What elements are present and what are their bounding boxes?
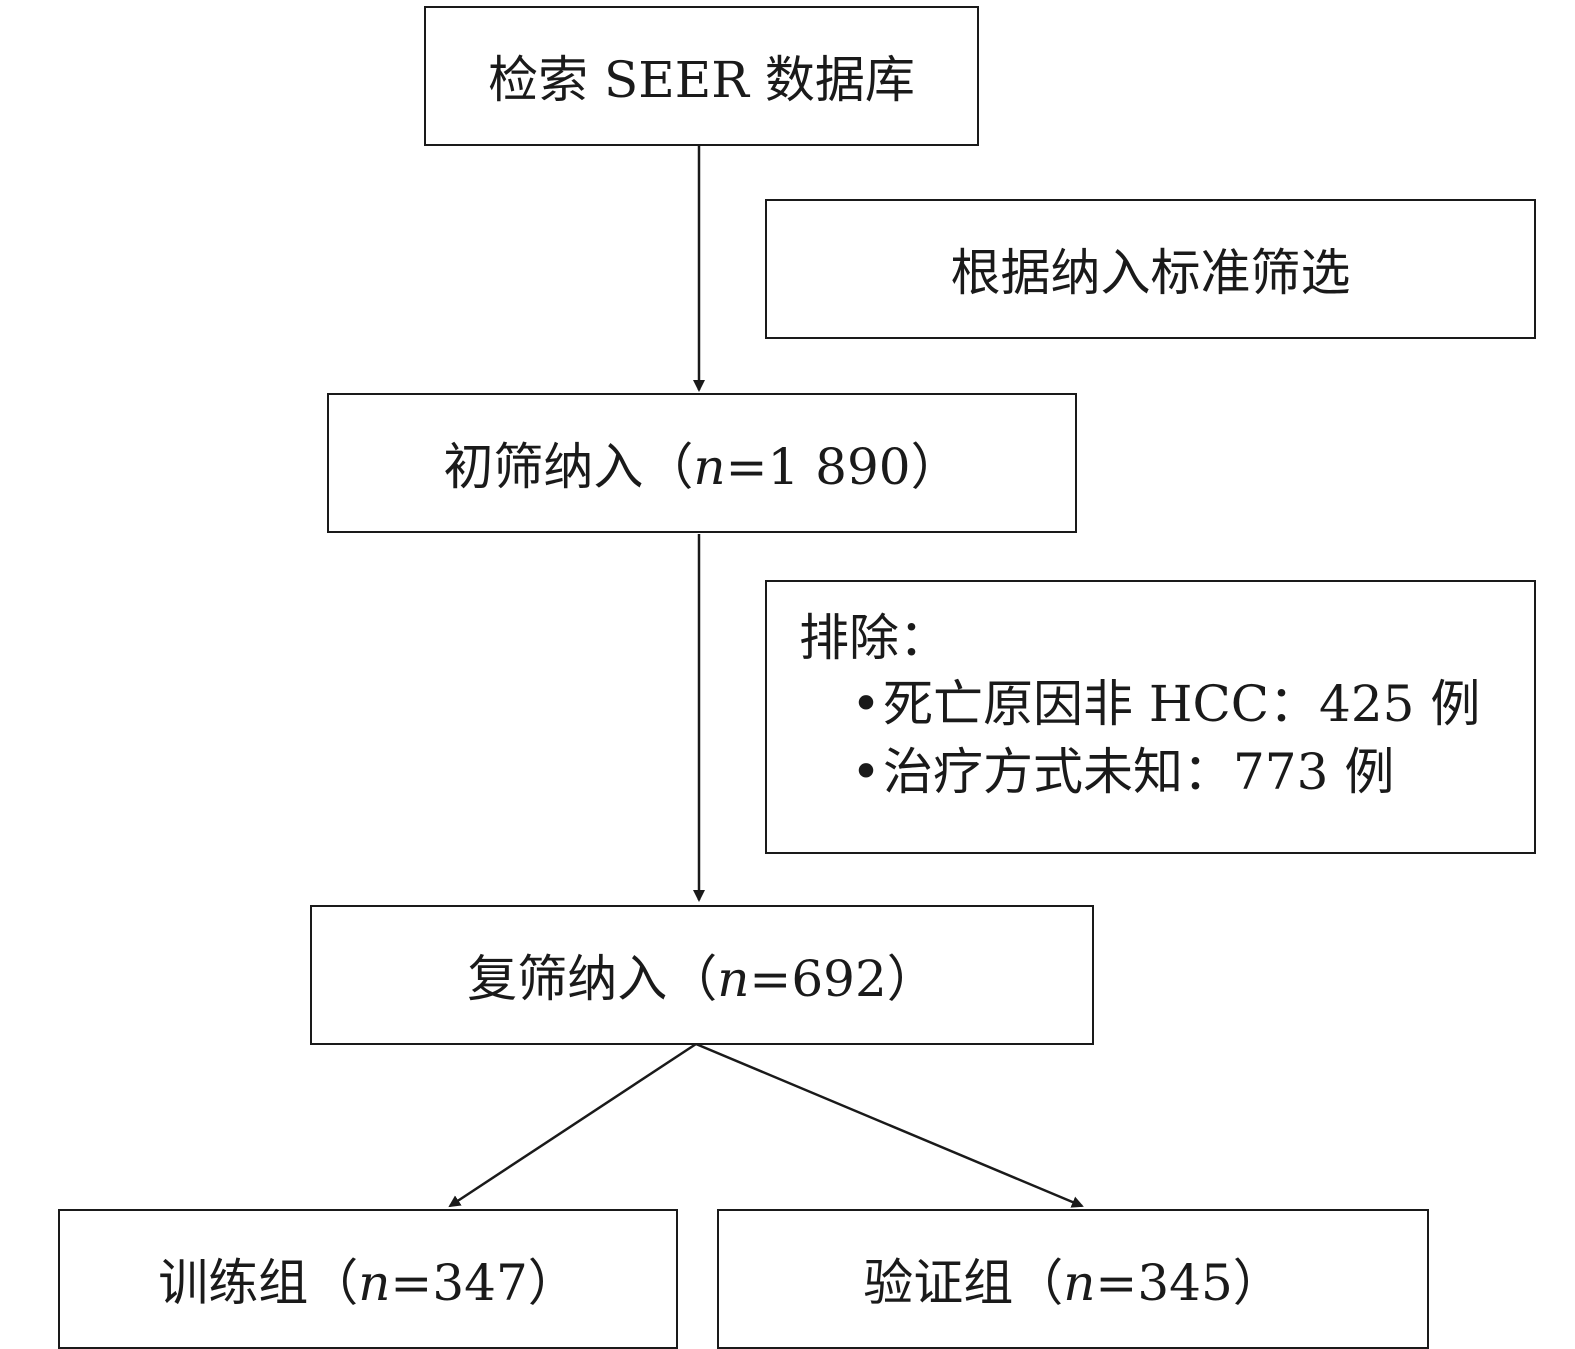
rescreen-label: 复筛纳入（n=692） [467, 950, 937, 1008]
validation-group-label: 验证组（n=345） [863, 1254, 1283, 1312]
rescreen-box: 复筛纳入（n=692） [310, 905, 1094, 1045]
search-database-box: 检索 SEER 数据库 [424, 6, 979, 146]
search-database-label: 检索 SEER 数据库 [488, 51, 915, 109]
exclusion-box: 排除： •死亡原因非 HCC：425 例 •治疗方式未知：773 例 [765, 580, 1536, 854]
exclusion-title: 排除： [799, 609, 949, 667]
inclusion-criteria-box: 根据纳入标准筛选 [765, 199, 1536, 339]
initial-screening-box: 初筛纳入（n=1 890） [327, 393, 1077, 533]
training-group-label: 训练组（n=347） [158, 1254, 578, 1312]
training-group-box: 训练组（n=347） [58, 1209, 678, 1349]
arrow-rescreen-to-validation [695, 1042, 1084, 1208]
arrow-rescreen-to-training [448, 1042, 697, 1208]
validation-group-box: 验证组（n=345） [717, 1209, 1429, 1349]
inclusion-criteria-label: 根据纳入标准筛选 [950, 244, 1351, 302]
initial-screening-label: 初筛纳入（n=1 890） [443, 438, 961, 496]
exclusion-item: •死亡原因非 HCC：425 例 [851, 675, 1481, 733]
exclusion-item: •治疗方式未知：773 例 [851, 743, 1395, 801]
